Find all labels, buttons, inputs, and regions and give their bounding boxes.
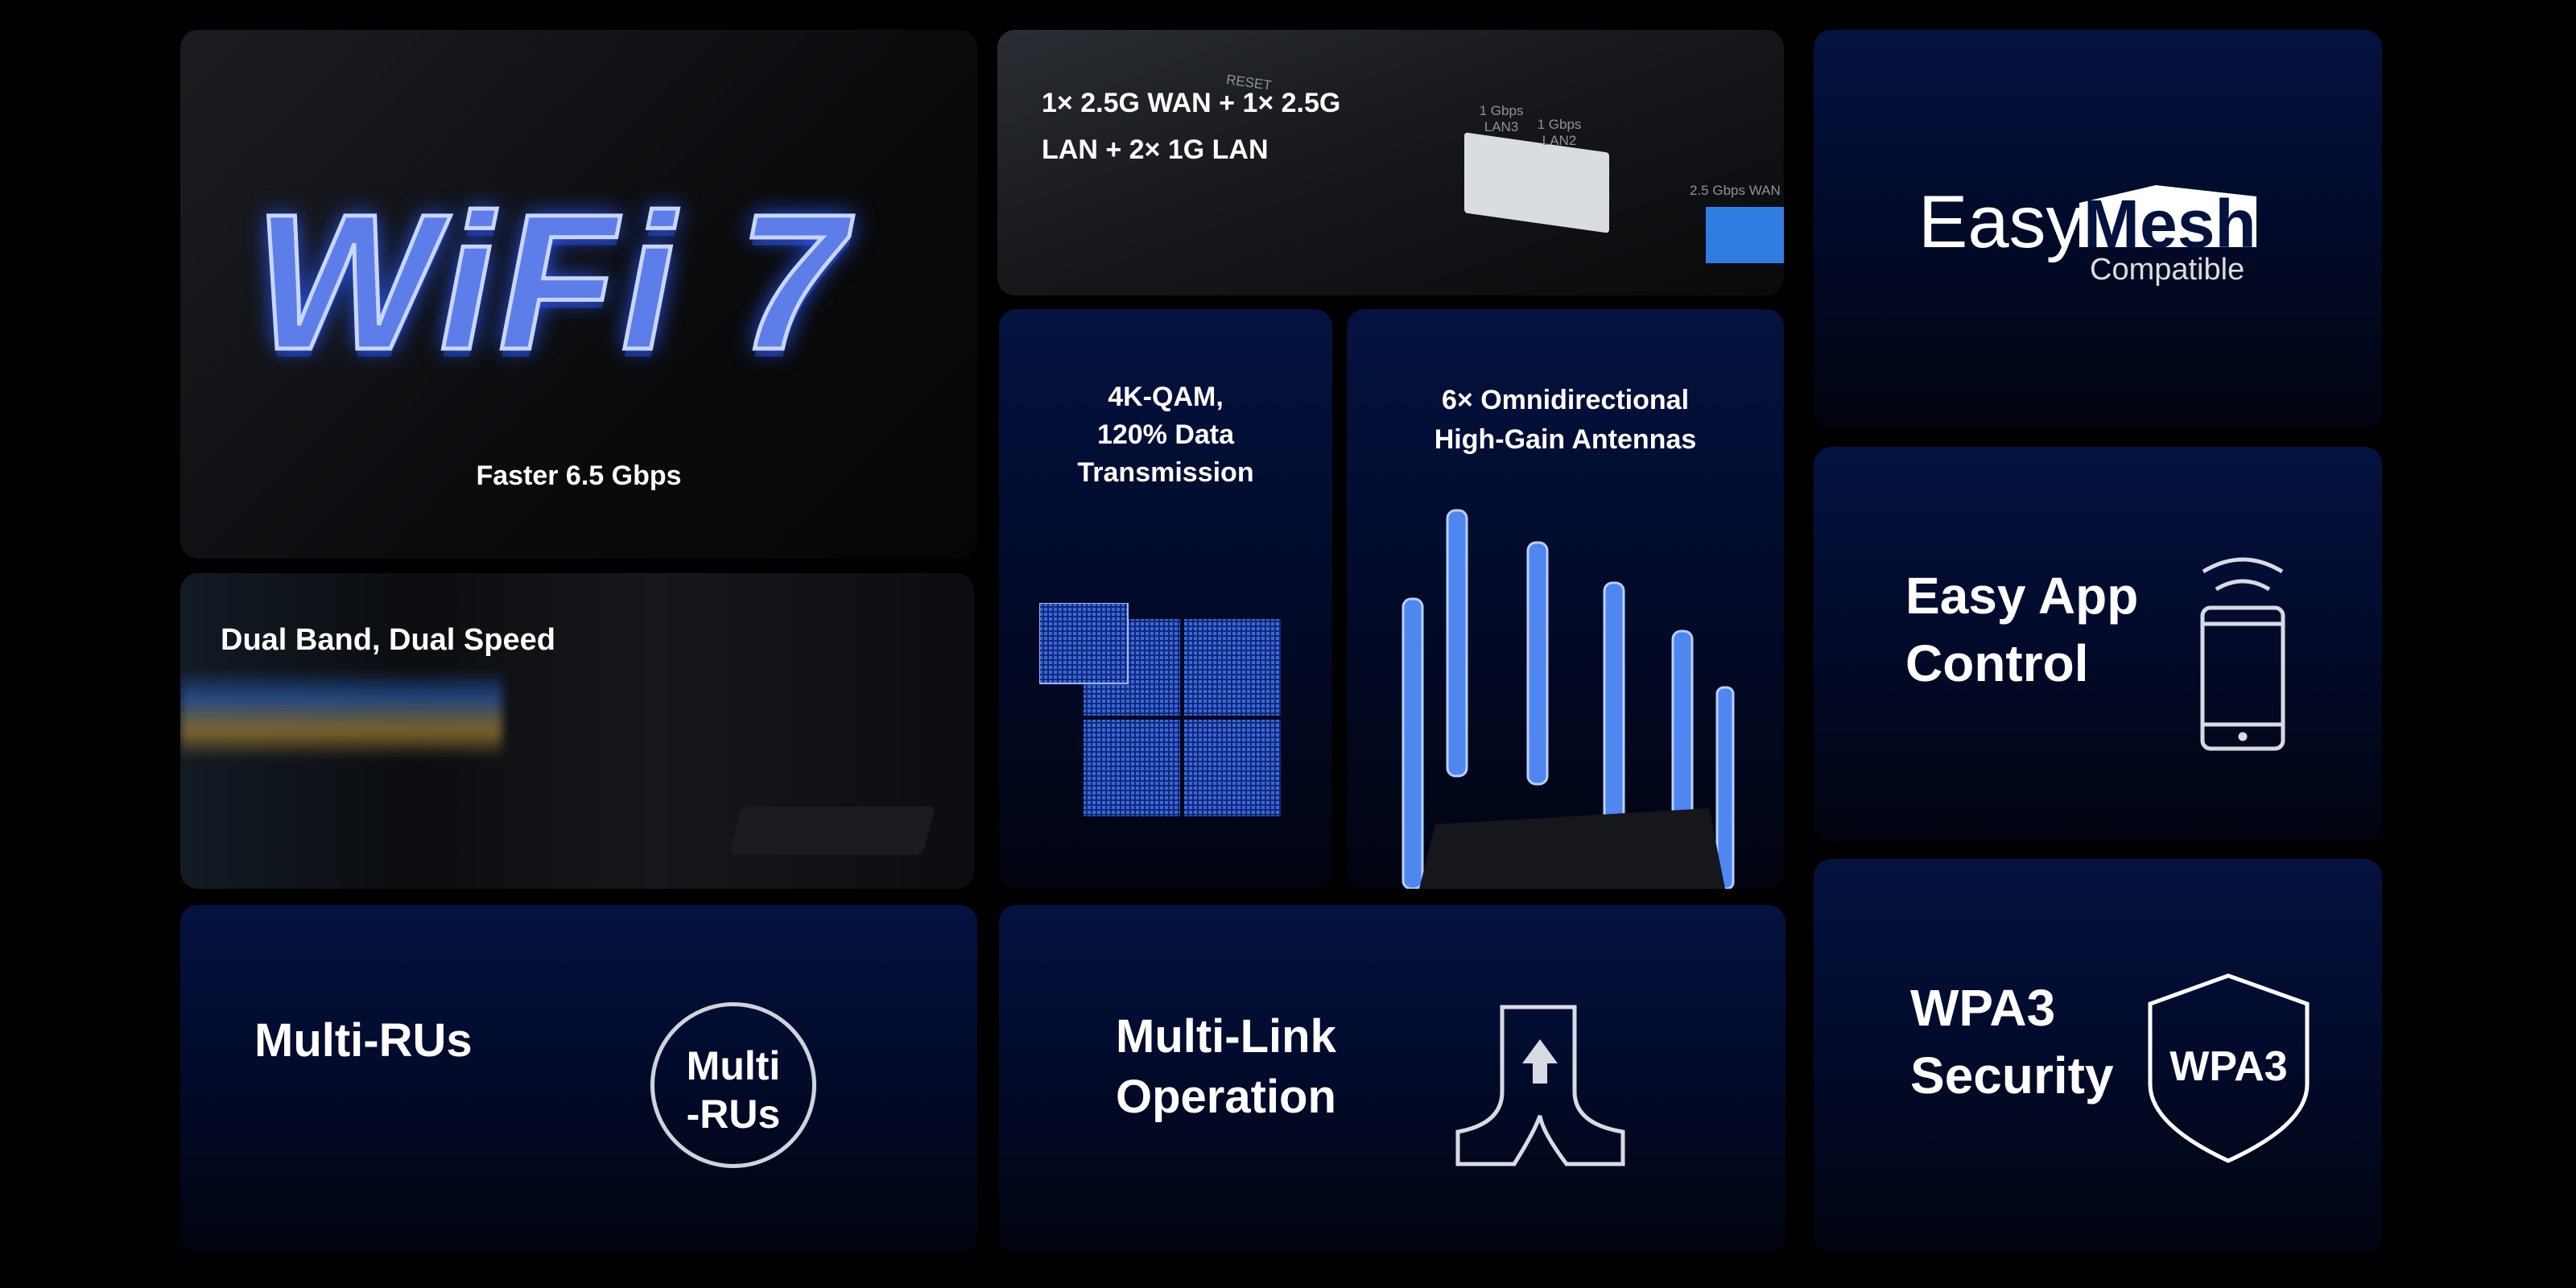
- port-label-lan3: 1 Gbps LAN3: [1479, 103, 1524, 134]
- tile-wifi7: WiFi 7 Faster 6.5 Gbps: [180, 30, 977, 559]
- mlo-line1: Multi-Link: [1116, 1010, 1336, 1063]
- qam-line1: 4K-QAM,: [1108, 382, 1224, 412]
- tile-mlo: Multi-Link Operation: [999, 905, 1785, 1253]
- easymesh-logo: Easy Mesh Compatible: [1918, 181, 2256, 287]
- app-line1: Easy App: [1905, 567, 2139, 625]
- wifi7-caption: Faster 6.5 Gbps: [476, 460, 682, 491]
- wpa3-line2: Security: [1910, 1046, 2114, 1104]
- qam-grid-icon: [1039, 603, 1281, 816]
- tile-easymesh: Easy Mesh Compatible: [1814, 30, 2382, 427]
- antenna: [1715, 686, 1735, 889]
- svg-text:Compatible: Compatible: [2090, 253, 2244, 287]
- router-body: [1419, 808, 1725, 889]
- port-label-lan2: 1 Gbps LAN2: [1537, 117, 1582, 148]
- ports-line1: 1× 2.5G WAN + 1× 2.5G: [1042, 88, 1341, 118]
- antenna: [1402, 597, 1424, 889]
- app-line2: Control: [1905, 634, 2089, 692]
- port-label-wan: 2.5 Gbps WAN: [1690, 183, 1781, 198]
- merge-arrow-icon: [1455, 1005, 1625, 1166]
- tile-ports: RESET 1 Gbps LAN3 1 Gbps LAN2 2.5 Gbps W…: [997, 30, 1784, 295]
- antenna: [1446, 509, 1468, 778]
- qam-line2: 120% Data: [1096, 419, 1235, 450]
- tile-wpa3: WPA3 Security WPA3: [1814, 859, 2382, 1253]
- antennas-illustration: [1402, 509, 1735, 889]
- dual-band-caption: Dual Band, Dual Speed: [221, 623, 555, 657]
- smartphone-wifi-icon: [2200, 557, 2285, 751]
- wan-port-image: [1706, 207, 1784, 263]
- multi-ru-badge-line2: -RUs: [686, 1092, 781, 1137]
- wifi7-logo: WiFi 7: [253, 172, 851, 392]
- mlo-line2: Operation: [1116, 1071, 1336, 1123]
- light-streak-decoration: [180, 670, 502, 758]
- ports-line2: LAN + 2× 1G LAN: [1042, 134, 1269, 165]
- antenna: [1526, 541, 1549, 786]
- router-image: [729, 807, 936, 855]
- tile-easy-app: Easy App Control: [1814, 447, 2382, 841]
- tile-dual-band: Dual Band, Dual Speed: [180, 573, 974, 889]
- qam-line3: Transmission: [1077, 457, 1254, 488]
- antennas-line2: High-Gain Antennas: [1434, 424, 1697, 455]
- wpa3-line1: WPA3: [1910, 979, 2056, 1037]
- multi-ru-badge: Multi -RUs: [650, 1002, 816, 1168]
- multi-ru-title: Multi-RUs: [254, 1014, 473, 1067]
- svg-text:Mesh: Mesh: [2083, 186, 2256, 262]
- multi-ru-badge-line1: Multi: [686, 1043, 781, 1088]
- antenna: [1603, 581, 1625, 826]
- svg-text:Easy: Easy: [1918, 181, 2083, 263]
- tile-4k-qam: 4K-QAM, 120% Data Transmission: [999, 309, 1332, 889]
- tile-multi-ru: Multi-RUs Multi -RUs: [180, 905, 977, 1253]
- shield-icon: [2148, 973, 2310, 1163]
- wpa3-badge: WPA3: [2169, 1043, 2288, 1090]
- tile-antennas: 6× Omnidirectional High-Gain Antennas: [1347, 309, 1784, 889]
- antennas-line1: 6× Omnidirectional: [1441, 385, 1690, 415]
